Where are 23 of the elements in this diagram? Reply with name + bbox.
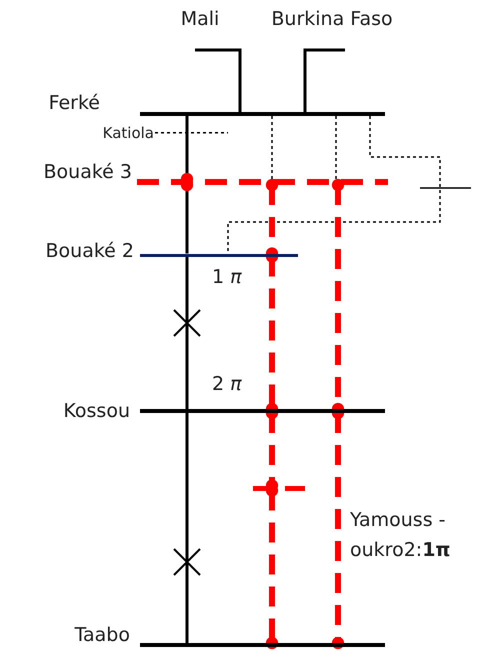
busbar xyxy=(137,179,388,185)
line xyxy=(186,413,188,643)
station-label: Yamouss - oukro2:1π xyxy=(350,508,452,564)
busbar xyxy=(140,254,298,256)
country-label: Mali xyxy=(172,8,228,50)
dotted-line xyxy=(227,116,441,254)
station-label: Taabo xyxy=(74,624,130,647)
station-label: Kossou xyxy=(62,400,130,423)
busbar xyxy=(140,643,385,647)
busbar xyxy=(140,112,385,116)
station-label: Katiola xyxy=(102,124,154,142)
station-label: Bouaké 2 xyxy=(44,240,134,263)
line xyxy=(186,256,188,409)
busbar xyxy=(140,409,385,413)
station-label: Ferké xyxy=(48,92,100,115)
dotted-line xyxy=(335,116,337,179)
line xyxy=(195,48,242,112)
station-label: Bouaké 3 xyxy=(42,161,132,184)
dotted-line xyxy=(271,116,273,179)
country-label: Burkina Faso xyxy=(265,8,399,50)
line xyxy=(304,48,345,112)
line-count-label: 1 π xyxy=(212,266,242,289)
line-count-label: 2 π xyxy=(212,373,242,396)
